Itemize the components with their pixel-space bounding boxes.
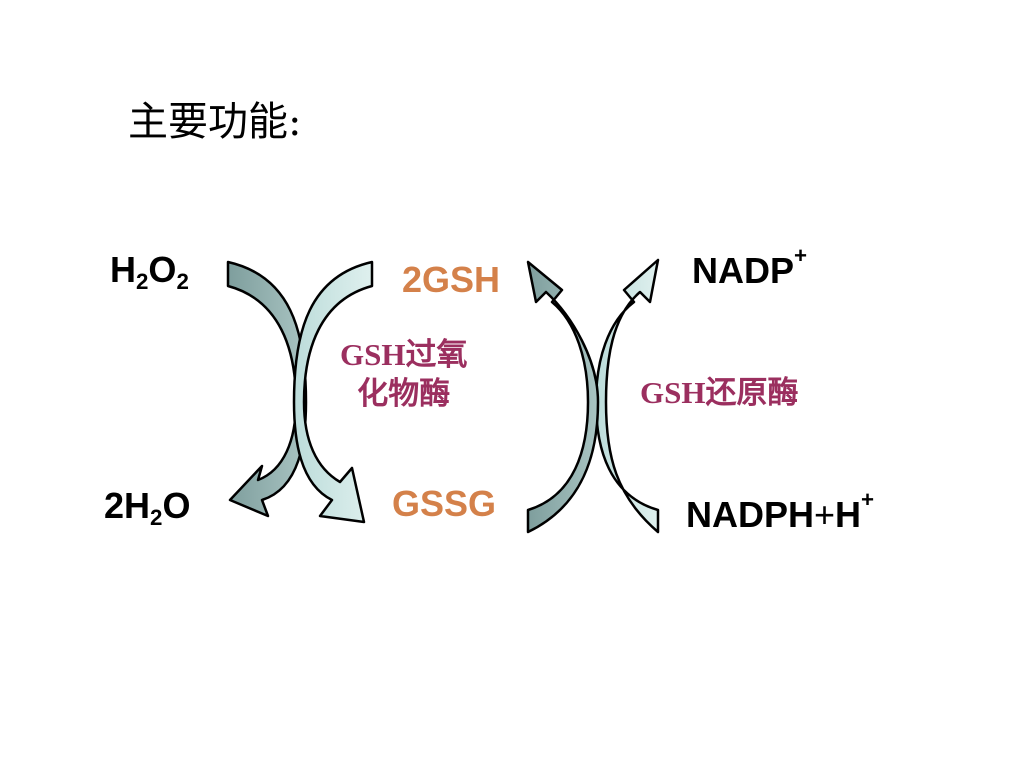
peroxidase-enzyme-line2: 化物酶 <box>357 375 451 411</box>
nadph-label: NADPH+H+ <box>686 486 875 535</box>
peroxidase-enzyme-line1: GSH过氧 <box>340 337 468 372</box>
curved-arrow-icon <box>292 260 374 524</box>
curved-arrow-icon <box>526 260 600 534</box>
peroxidase-enzyme-label: GSH过氧 化物酶 <box>340 336 467 414</box>
nadp-label: NADP+ <box>692 242 808 291</box>
reductase-enzyme-label: GSH还原酶 <box>640 375 799 410</box>
reduced-glutathione-label: 2GSH <box>402 259 501 300</box>
hydrogen-peroxide-label: H2O2 <box>110 249 189 295</box>
oxidized-glutathione-label: GSSG <box>392 483 497 524</box>
slide-title: 主要功能: <box>128 99 302 145</box>
curved-arrow-icon <box>594 258 660 534</box>
water-label: 2H2O <box>104 485 191 531</box>
